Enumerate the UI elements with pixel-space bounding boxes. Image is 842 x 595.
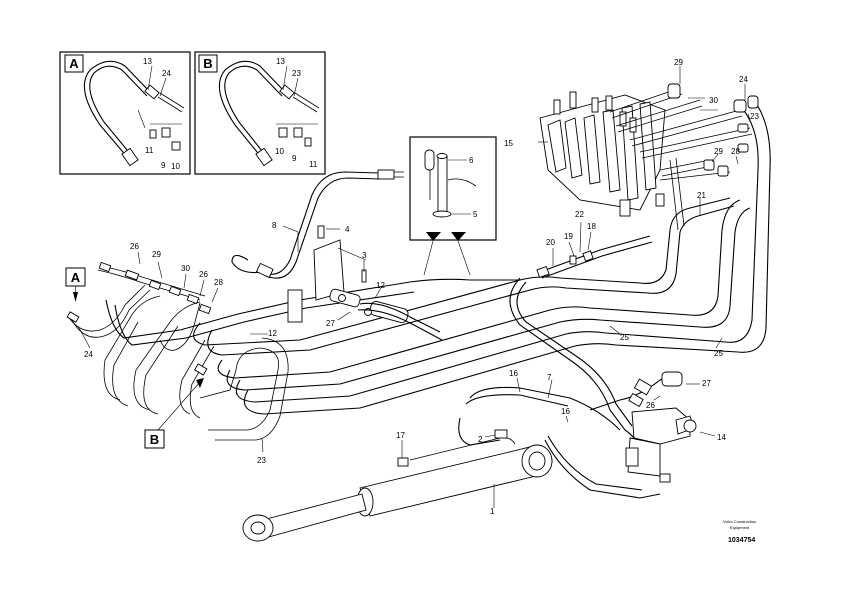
callout-28-left: 28 bbox=[214, 278, 223, 287]
callout-24-left: 24 bbox=[84, 350, 93, 359]
callout-25-right: 25 bbox=[714, 349, 723, 358]
company-line-2: Equipment bbox=[730, 525, 750, 530]
detail-b-callout-11: 11 bbox=[309, 160, 318, 169]
control-valve-15 bbox=[539, 87, 753, 231]
callout-23-right: 23 bbox=[750, 112, 759, 121]
callout-1: 1 bbox=[490, 507, 495, 516]
callout-23-bottom: 23 bbox=[257, 456, 266, 465]
callout-25-center: 25 bbox=[620, 333, 629, 342]
callout-numbers: 1 2 3 4 7 8 12 12 14 15 16 16 17 18 19 2… bbox=[84, 58, 759, 516]
callout-29-left: 29 bbox=[152, 250, 161, 259]
callout-16-left: 16 bbox=[509, 369, 518, 378]
boom-cylinder-1 bbox=[242, 429, 553, 542]
right-top-fittings bbox=[667, 66, 759, 177]
callout-14: 14 bbox=[717, 433, 726, 442]
detail-b-box: B 13 23 10 9 11 bbox=[194, 51, 326, 175]
callout-15: 15 bbox=[504, 139, 513, 148]
marker-b: B bbox=[144, 378, 204, 449]
callout-4: 4 bbox=[345, 225, 350, 234]
detail-a-callout-11: 11 bbox=[145, 146, 154, 155]
callout-12-valve: 12 bbox=[376, 281, 385, 290]
callout-19: 19 bbox=[564, 232, 573, 241]
leader-lines bbox=[77, 109, 751, 453]
hose-20-22 bbox=[536, 221, 653, 279]
detail-a-callout-13: 13 bbox=[143, 57, 152, 66]
detail-a-callout-24: 24 bbox=[162, 69, 171, 78]
callout-17: 17 bbox=[396, 431, 405, 440]
callout-3: 3 bbox=[362, 251, 367, 260]
callout-24-right: 24 bbox=[739, 75, 748, 84]
detail-b-callout-10: 10 bbox=[275, 147, 284, 156]
callout-22: 22 bbox=[575, 210, 584, 219]
detail-b-callout-23: 23 bbox=[292, 69, 301, 78]
marker-b-letter: B bbox=[150, 432, 159, 447]
callout-20: 20 bbox=[546, 238, 555, 247]
detail-bolt-callout-5: 5 bbox=[473, 210, 478, 219]
detail-bolt-callout-6: 6 bbox=[469, 156, 474, 165]
marker-a: A bbox=[65, 267, 86, 302]
drawing-number: 1034754 bbox=[728, 537, 755, 544]
detail-a-letter: A bbox=[69, 56, 79, 71]
callout-8: 8 bbox=[272, 221, 277, 230]
detail-b-callout-9: 9 bbox=[292, 154, 297, 163]
detail-b-callout-13: 13 bbox=[276, 57, 285, 66]
callout-27-right: 27 bbox=[702, 379, 711, 388]
drawing-footer: Volvo Construction Equipment 1034754 bbox=[723, 519, 756, 544]
detail-a-callout-10: 10 bbox=[171, 162, 180, 171]
check-valve-12 bbox=[329, 288, 443, 341]
detail-bolt-box: 6 5 bbox=[409, 136, 497, 276]
hose-8-assembly bbox=[231, 169, 404, 323]
callout-12-hose: 12 bbox=[268, 329, 277, 338]
callout-26-left: 26 bbox=[130, 242, 139, 251]
hose-bundle bbox=[67, 97, 771, 441]
detail-a-box: A 13 24 11 9 10 bbox=[59, 51, 191, 175]
marker-a-letter: A bbox=[71, 270, 81, 285]
valve-block-14 bbox=[625, 371, 716, 483]
callout-29-right: 29 bbox=[714, 147, 723, 156]
callout-28-right: 28 bbox=[731, 147, 740, 156]
callout-16-right: 16 bbox=[561, 407, 570, 416]
callout-27-left: 27 bbox=[326, 319, 335, 328]
callout-21: 21 bbox=[697, 191, 706, 200]
callout-26-right: 26 bbox=[646, 401, 655, 410]
callout-18: 18 bbox=[587, 222, 596, 231]
callout-26-mid: 26 bbox=[199, 270, 208, 279]
callout-30-right: 30 bbox=[709, 96, 718, 105]
callout-2: 2 bbox=[478, 435, 483, 444]
callout-30-left: 30 bbox=[181, 264, 190, 273]
callout-7: 7 bbox=[547, 373, 552, 382]
detail-b-letter: B bbox=[203, 56, 212, 71]
left-fittings bbox=[66, 261, 212, 376]
callout-29-top: 29 bbox=[674, 58, 683, 67]
company-line-1: Volvo Construction bbox=[723, 519, 756, 524]
detail-a-callout-9: 9 bbox=[161, 161, 166, 170]
